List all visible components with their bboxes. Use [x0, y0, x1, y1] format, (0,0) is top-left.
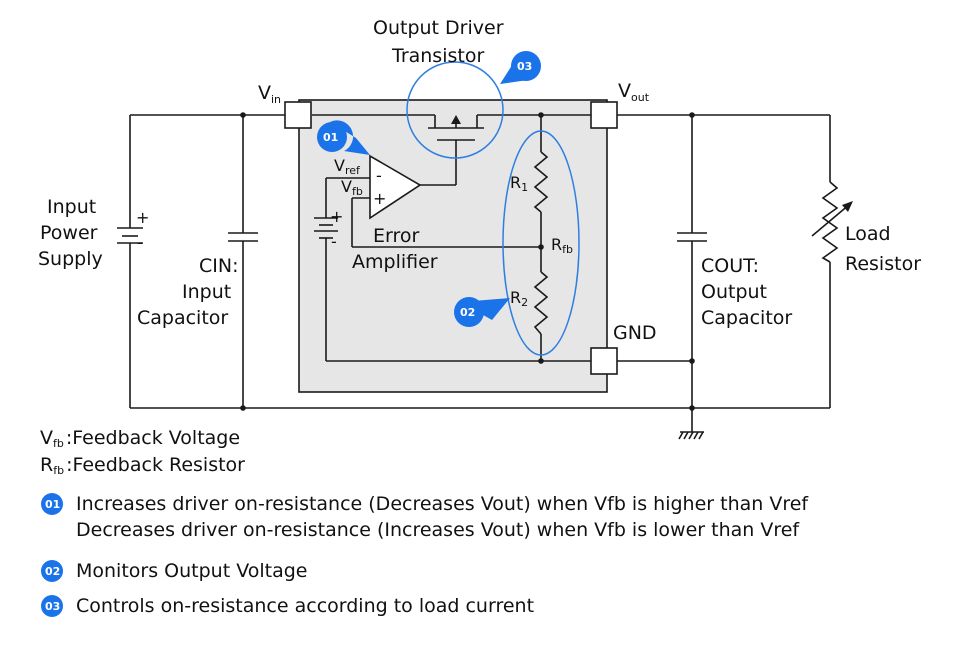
vref-battery-minus: -: [331, 232, 337, 251]
transistor-highlight-circle: [406, 61, 504, 159]
output-driver-label-2: Transistor: [391, 45, 484, 67]
cin-label-2: Input: [182, 281, 231, 303]
cin-label-3: Capacitor: [137, 307, 228, 329]
error-amp-label-2: Amplifier: [352, 251, 438, 273]
load-resistor: [821, 181, 839, 263]
svg-text:02: 02: [45, 565, 60, 578]
r1-resistor: [533, 151, 549, 213]
gnd-pin: [590, 347, 618, 375]
input-supply-label-2: Power: [40, 222, 98, 244]
junction-dots: [240, 112, 695, 411]
note-02: 02 Monitors Output Voltage: [41, 560, 307, 582]
note-03-line-1: Controls on-resistance according to load…: [76, 595, 534, 617]
cout-label-2: Output: [701, 281, 767, 303]
input-battery-symbol: [117, 227, 143, 244]
legend-rfb: Rfb:Feedback Resistor: [40, 454, 245, 477]
cout-label-3: Capacitor: [701, 307, 792, 329]
note-01: 01 Increases driver on-resistance (Decre…: [41, 493, 809, 541]
amp-minus: -: [376, 166, 382, 185]
vout-pin: [590, 101, 618, 129]
input-battery-minus: -: [137, 233, 143, 252]
vref-label: Vref: [334, 156, 361, 177]
vref-battery-symbol: [314, 217, 338, 239]
vout-label: Vout: [618, 80, 650, 104]
cout-label-1: COUT:: [701, 255, 759, 277]
cout-capacitor-symbol: [677, 232, 707, 242]
error-amplifier-symbol: [369, 154, 422, 220]
feedback-highlight-ellipse: [502, 130, 580, 356]
error-amp-label-1: Error: [373, 225, 420, 247]
legend-vfb: Vfb:Feedback Voltage: [40, 427, 240, 450]
vin-pin: [284, 101, 312, 129]
svg-text:02: 02: [460, 306, 475, 319]
note-01-line-1: Increases driver on-resistance (Decrease…: [76, 493, 809, 515]
vref-battery-plus: +: [330, 207, 343, 226]
load-resistor-arrow: [811, 203, 851, 237]
svg-text:03: 03: [45, 600, 60, 613]
note-01-line-2: Decreases driver on-resistance (Increase…: [76, 519, 800, 541]
gnd-label: GND: [613, 322, 657, 344]
r1-label: R1: [510, 173, 528, 194]
rfb-label: Rfb: [551, 235, 573, 256]
output-driver-label-1: Output Driver: [373, 17, 504, 39]
svg-text:01: 01: [45, 498, 60, 511]
svg-text:03: 03: [517, 60, 532, 73]
note-03: 03 Controls on-resistance according to l…: [41, 595, 534, 617]
badge-02: 02: [454, 297, 510, 327]
svg-text:01: 01: [323, 131, 338, 144]
badge-03: 03: [500, 51, 541, 84]
r2-label: R2: [510, 288, 528, 309]
output-transistor-symbol: [428, 115, 484, 141]
input-supply-label-1: Input: [47, 196, 96, 218]
load-label-2: Resistor: [845, 253, 921, 275]
ground-symbol: [678, 431, 704, 440]
load-label-1: Load: [845, 223, 891, 245]
cin-label-1: CIN:: [199, 255, 238, 277]
amp-plus: +: [373, 189, 386, 208]
note-02-line-1: Monitors Output Voltage: [76, 560, 307, 582]
r2-resistor: [533, 271, 549, 335]
badge-01: 01: [317, 120, 370, 155]
load-arrow-head: [842, 201, 853, 212]
input-supply-label-3: Supply: [38, 248, 103, 270]
cin-capacitor-symbol: [228, 232, 258, 242]
vin-label: Vin: [258, 82, 281, 106]
wires: [129, 114, 831, 432]
vfb-label: Vfb: [341, 177, 363, 198]
input-battery-plus: +: [136, 208, 149, 227]
